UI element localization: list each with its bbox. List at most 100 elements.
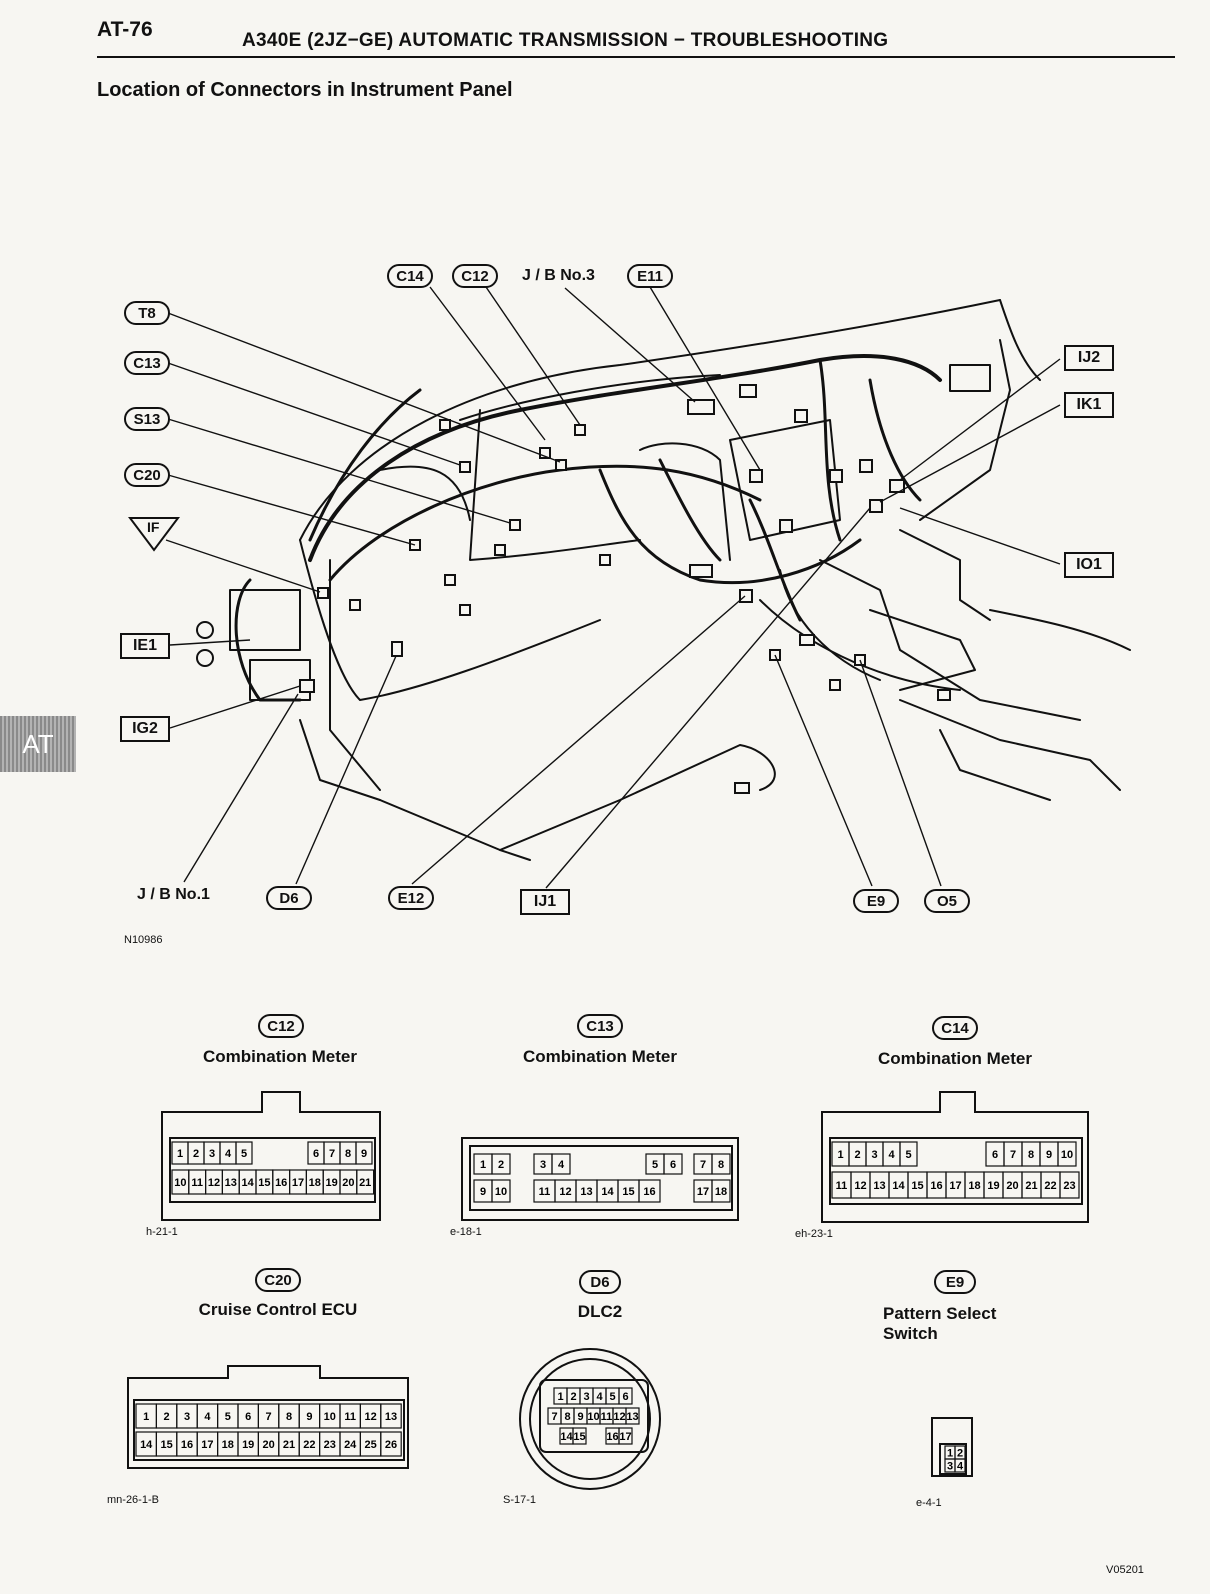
c13-pin-cell bbox=[711, 1179, 731, 1203]
leader-io1 bbox=[899, 507, 1061, 565]
conn-a bbox=[439, 419, 451, 431]
c14-pin-label: 5 bbox=[905, 1149, 911, 1161]
glovebox-vent bbox=[949, 364, 991, 392]
conn-v bbox=[689, 564, 713, 578]
c13-pin-label: 6 bbox=[670, 1159, 676, 1171]
header-rule bbox=[97, 56, 1175, 58]
dash-right-side bbox=[919, 339, 1011, 521]
leader-jb3 bbox=[564, 287, 696, 403]
d6-pin-label: 9 bbox=[577, 1411, 583, 1423]
floor-wire-right bbox=[989, 609, 1131, 651]
c14-pin-label: 12 bbox=[854, 1180, 866, 1192]
conn-i bbox=[444, 574, 456, 586]
d6-code: S-17-1 bbox=[503, 1494, 537, 1506]
c14-pin-label: 6 bbox=[992, 1149, 998, 1161]
c13-housing bbox=[461, 1137, 739, 1221]
conn-s bbox=[869, 499, 883, 513]
d6-pin-cell bbox=[572, 1427, 587, 1445]
footer-code: V05201 bbox=[1106, 1564, 1144, 1576]
label-e9: E9 bbox=[853, 889, 899, 913]
d6-pin-cell bbox=[625, 1407, 640, 1425]
c14-code: eh-23-1 bbox=[795, 1228, 833, 1240]
label-jb1: J / B No.1 bbox=[137, 886, 210, 903]
label-o5: O5 bbox=[924, 889, 970, 913]
dash-right-top bbox=[999, 299, 1041, 381]
kick-panel bbox=[329, 559, 381, 791]
conn-x bbox=[799, 634, 815, 646]
conn-q bbox=[859, 459, 873, 473]
label-c20: C20 bbox=[124, 463, 170, 487]
label-jb3: J / B No.3 bbox=[522, 267, 595, 284]
c20-pin-label: 19 bbox=[242, 1439, 254, 1451]
c14-pin-label: 23 bbox=[1063, 1180, 1075, 1192]
d6-pin-label: 11 bbox=[601, 1411, 613, 1423]
c12-pin-label: 8 bbox=[345, 1148, 351, 1160]
conn-ad bbox=[391, 641, 403, 657]
c20-housing bbox=[127, 1365, 409, 1469]
c20-pin-label: 25 bbox=[364, 1439, 376, 1451]
c13-pin-label: 10 bbox=[495, 1186, 507, 1198]
c13-pin-cell bbox=[491, 1153, 511, 1175]
c14-pin-label: 3 bbox=[871, 1149, 877, 1161]
d6-pin-label: 13 bbox=[626, 1411, 638, 1423]
c13-code: e-18-1 bbox=[450, 1226, 482, 1238]
radio-frame bbox=[729, 419, 841, 541]
e9-face bbox=[939, 1443, 967, 1475]
c20-pin-label: 21 bbox=[283, 1439, 295, 1451]
c12-pin-label: 1 bbox=[177, 1148, 183, 1160]
floor-harness bbox=[899, 699, 1121, 791]
harness-9 bbox=[779, 569, 881, 681]
c13-name: Combination Meter bbox=[523, 1047, 677, 1066]
c14-id: C14 bbox=[932, 1016, 978, 1040]
label-c14: C14 bbox=[387, 264, 433, 288]
center-stack bbox=[639, 442, 731, 561]
conn-h bbox=[494, 544, 506, 556]
c14-pin-label: 7 bbox=[1010, 1149, 1016, 1161]
c12-pin-cell bbox=[355, 1141, 373, 1165]
c20-pin-label: 16 bbox=[181, 1439, 193, 1451]
c14-pin-label: 4 bbox=[888, 1149, 895, 1161]
console-edge bbox=[819, 559, 1081, 721]
c20-pin-label: 4 bbox=[204, 1411, 211, 1423]
conn-m bbox=[599, 554, 611, 566]
c14-pin-label: 8 bbox=[1028, 1149, 1034, 1161]
c12-pin-label: 17 bbox=[292, 1177, 304, 1189]
c20-pin-label: 9 bbox=[306, 1411, 312, 1423]
if-triangle bbox=[128, 517, 180, 552]
c12-pin-label: 12 bbox=[208, 1177, 220, 1189]
c20-pin-label: 11 bbox=[344, 1411, 356, 1423]
dash-top-edge bbox=[299, 299, 1001, 541]
c20-pin-label: 8 bbox=[286, 1411, 292, 1423]
label-ie1: IE1 bbox=[120, 633, 170, 659]
c13-pin-label: 2 bbox=[498, 1159, 504, 1171]
d6-pin-label: 7 bbox=[551, 1411, 557, 1423]
c14-pin-label: 22 bbox=[1044, 1180, 1056, 1192]
c13-pin-cell bbox=[638, 1179, 661, 1203]
leader-ij1 bbox=[545, 507, 871, 889]
label-if: IF bbox=[147, 519, 160, 535]
e9-name-line1: Pattern Select bbox=[883, 1304, 997, 1323]
c20-pin-label: 24 bbox=[344, 1439, 357, 1451]
cluster-frame bbox=[469, 409, 641, 561]
c14-pin-label: 16 bbox=[930, 1180, 942, 1192]
c12-code: h-21-1 bbox=[146, 1226, 178, 1238]
conn-o bbox=[794, 409, 808, 423]
conn-r bbox=[889, 479, 905, 493]
c13-pin-label: 5 bbox=[652, 1159, 658, 1171]
d6-pin-label: 5 bbox=[609, 1391, 615, 1403]
c14-pin-label: 10 bbox=[1061, 1149, 1073, 1161]
console-bracket bbox=[899, 529, 991, 621]
d6-pin-label: 4 bbox=[596, 1391, 603, 1403]
c20-pin-label: 12 bbox=[364, 1411, 376, 1423]
conn-aa bbox=[829, 679, 841, 691]
c20-pin-label: 26 bbox=[385, 1439, 397, 1451]
label-ig2: IG2 bbox=[120, 716, 170, 742]
label-c12: C12 bbox=[452, 264, 498, 288]
c13-pin-label: 15 bbox=[622, 1186, 634, 1198]
e9-name-line2: Switch bbox=[883, 1324, 938, 1343]
c20-pin-label: 7 bbox=[266, 1411, 272, 1423]
c12-pin-cell bbox=[356, 1169, 375, 1195]
conn-ab bbox=[937, 689, 951, 701]
harness-4 bbox=[818, 358, 842, 542]
